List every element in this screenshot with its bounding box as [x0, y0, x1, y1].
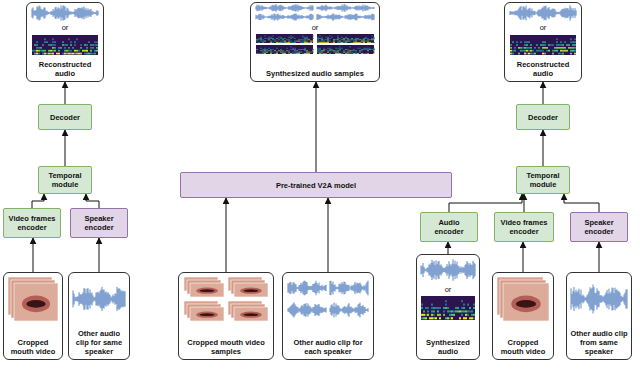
decoder-box: Decoder [516, 104, 570, 130]
flow-arrow [32, 194, 44, 208]
mouth-frames-icon [228, 277, 268, 297]
flow-arrow [328, 198, 329, 272]
flow-arrow [564, 194, 599, 212]
encoder-box: Audio encoder [420, 212, 478, 242]
node-label: Decoder [528, 113, 558, 122]
audio-output-box: orSynthesized audio samples [250, 2, 380, 82]
waveform-icon [330, 281, 368, 296]
flow-arrow [524, 194, 525, 212]
encoder-box: Speaker encoder [70, 208, 128, 238]
flow-arrow [523, 242, 524, 272]
spectrogram-icon [256, 45, 314, 54]
model-box: Pre-trained V2A model [180, 172, 452, 198]
node-label: Synthesized audio samples [266, 69, 364, 78]
audio-input-box: orSynthesized audio [416, 254, 480, 360]
waveform-icon [571, 285, 627, 314]
waveform-icon [256, 4, 313, 12]
flow-arrow [316, 82, 317, 172]
or-label: or [312, 23, 319, 32]
spectrogram-icon [317, 34, 375, 43]
node-label: Other audio clip for same speaker [72, 329, 126, 356]
decoder-box: Decoder [38, 104, 92, 130]
mouth-frames-icon [228, 301, 268, 321]
node-label: Other audio clip for each speaker [286, 338, 370, 356]
waveform-icon [330, 302, 368, 317]
waveform-icon [288, 302, 326, 317]
encoder-box: Video frames encoder [3, 208, 61, 238]
waveform-icon [317, 4, 374, 12]
or-label: or [62, 23, 69, 32]
flow-arrow [543, 82, 544, 104]
encoder-box: Speaker encoder [570, 212, 628, 242]
flow-arrow [33, 238, 34, 272]
node-label: Reconstructed audio [508, 60, 578, 78]
node-label: Speaker encoder [573, 218, 625, 236]
encoder-box: Video frames encoder [494, 212, 554, 242]
node-label: Cropped mouth video [7, 338, 59, 356]
audio-input-box: Other audio clip for same speaker [68, 272, 130, 360]
node-label: Decoder [50, 113, 80, 122]
node-label: Other audio clip from same speaker [570, 329, 628, 356]
flow-arrow [449, 194, 522, 212]
flow-arrow [86, 194, 99, 208]
mouth-frames-icon [497, 277, 549, 321]
spectrogram-icon [256, 34, 314, 43]
audio-output-box: orReconstructed audio [504, 2, 582, 82]
flow-arrow [599, 242, 600, 272]
waveform-icon [317, 13, 374, 21]
waveform-icon [510, 5, 576, 20]
node-label: Temporal module [519, 171, 567, 189]
temporal-box: Temporal module [38, 166, 92, 194]
mouth-frames-icon [184, 301, 224, 321]
waveform-icon [288, 281, 326, 296]
node-label: Speaker encoder [73, 214, 125, 232]
video-input-box: Cropped mouth video samples [178, 272, 274, 360]
audio-input-box: Other audio clip from same speaker [566, 272, 632, 360]
node-label: Video frames encoder [6, 214, 58, 232]
waveform-icon [421, 259, 475, 281]
spectrogram-icon [421, 296, 475, 320]
flow-arrow [543, 130, 544, 166]
node-label: Cropped mouth video samples [182, 338, 270, 356]
flow-arrow [226, 198, 227, 272]
audio-output-box: orReconstructed audio [26, 2, 104, 82]
mouth-frames-icon [8, 277, 58, 321]
node-label: Pre-trained V2A model [276, 181, 356, 190]
node-label: Video frames encoder [497, 218, 551, 236]
node-label: Cropped mouth video [496, 338, 550, 356]
waveform-icon [32, 5, 98, 20]
or-label: or [445, 285, 452, 294]
node-label: Synthesized audio [420, 338, 476, 356]
spectrogram-icon [32, 35, 98, 55]
flow-arrow [65, 130, 66, 166]
waveform-icon [256, 14, 313, 21]
flow-arrow [99, 238, 100, 272]
temporal-box: Temporal module [516, 166, 570, 194]
spectrogram-icon [510, 35, 576, 55]
video-input-box: Cropped mouth video [3, 272, 63, 360]
flow-arrow [65, 82, 66, 104]
video-input-box: Cropped mouth video [492, 272, 554, 360]
audio-input-box: Other audio clip for each speaker [282, 272, 374, 360]
or-label: or [540, 23, 547, 32]
mouth-frames-icon [184, 277, 224, 297]
node-label: Audio encoder [423, 218, 475, 236]
node-label: Temporal module [41, 171, 89, 189]
spectrogram-icon [317, 45, 375, 54]
node-label: Reconstructed audio [30, 60, 100, 78]
waveform-icon [73, 287, 125, 311]
flow-arrow [448, 242, 449, 254]
